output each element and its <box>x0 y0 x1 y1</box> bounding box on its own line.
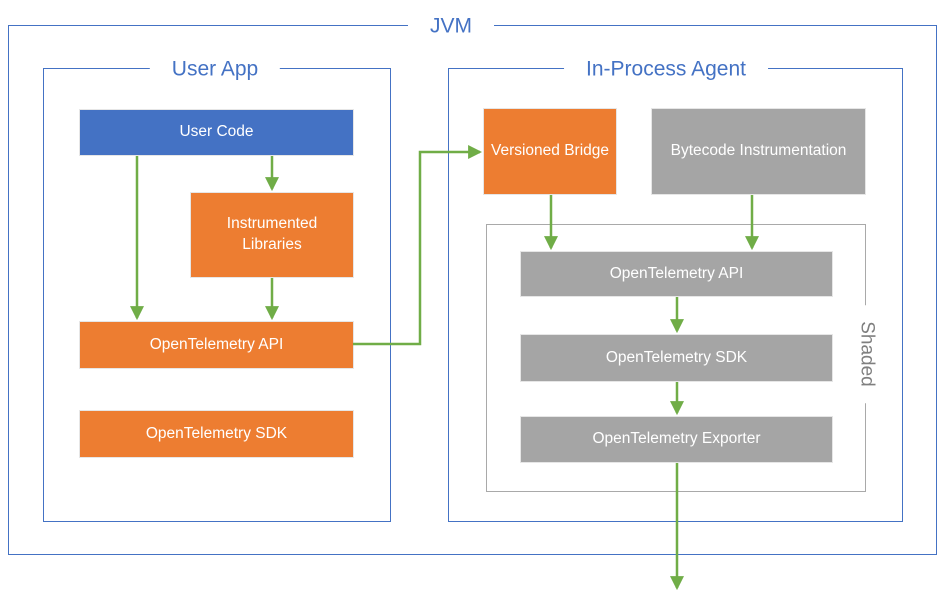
bytecode-instrumentation-node: Bytecode Instrumentation <box>652 109 865 194</box>
agent-opentelemetry-exporter-node: OpenTelemetry Exporter <box>521 417 832 462</box>
user-app-opentelemetry-sdk-node: OpenTelemetry SDK <box>80 411 353 457</box>
agent-opentelemetry-api-node: OpenTelemetry API <box>521 252 832 296</box>
shaded-label: Shaded <box>854 305 878 403</box>
in-process-agent-title: In-Process Agent <box>564 56 768 82</box>
user-app-opentelemetry-api-node: OpenTelemetry API <box>80 322 353 368</box>
jvm-title: JVM <box>408 13 494 39</box>
versioned-bridge-node: Versioned Bridge <box>484 109 616 194</box>
user-code-node: User Code <box>80 110 353 155</box>
instrumented-libraries-node: Instrumented Libraries <box>191 193 353 277</box>
agent-opentelemetry-sdk-node: OpenTelemetry SDK <box>521 335 832 381</box>
user-app-title: User App <box>149 56 281 82</box>
